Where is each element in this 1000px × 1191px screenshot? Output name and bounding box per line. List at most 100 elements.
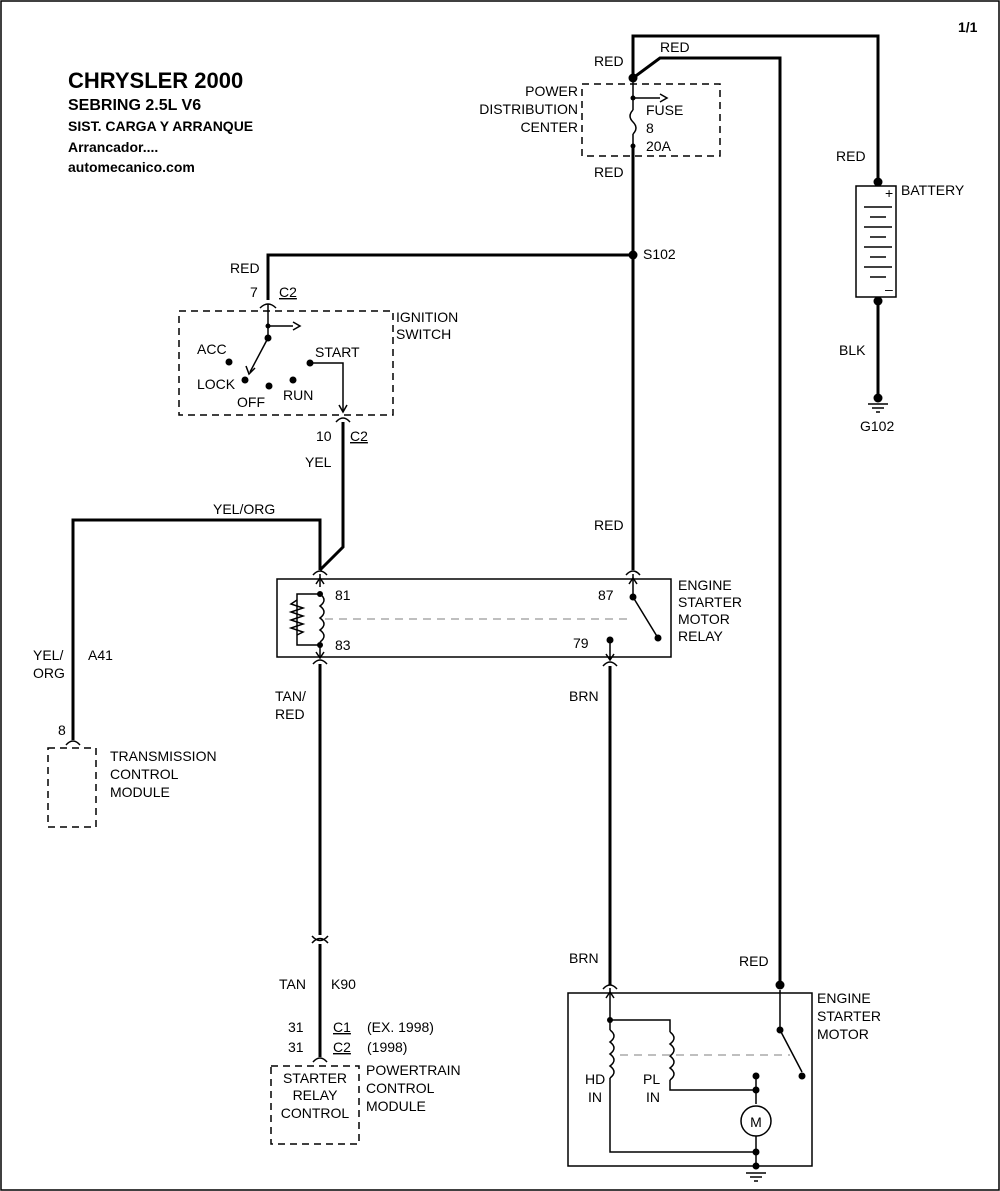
position-run: RUN [283, 387, 313, 403]
position-start: START [315, 344, 360, 360]
wire-label-yelorg: YEL/ORG [213, 501, 275, 517]
transmission-control-module: TRANSMISSION CONTROL MODULE [47, 740, 217, 828]
ground-label: G102 [860, 418, 894, 434]
engine-starter-motor: ENGINE STARTER MOTOR M HD IN PL IN [567, 984, 881, 1182]
fuse-rating: 20A [646, 138, 672, 154]
resistor-icon [288, 599, 306, 636]
relay-label-4: RELAY [678, 628, 724, 644]
junction-dot [775, 980, 785, 990]
pull-in-coil-icon [668, 1031, 675, 1081]
pcm-label-1: POWERTRAIN [366, 1062, 461, 1078]
wire-yel [318, 422, 345, 572]
ground-icon [868, 403, 888, 413]
battery-plus: + [885, 185, 893, 201]
wire-label-yel: YEL [305, 454, 332, 470]
solenoid-contact [779, 1029, 803, 1073]
hd-label: HD [585, 1071, 605, 1087]
power-distribution-center: POWER DISTRIBUTION CENTER FUSE 8 20A [479, 78, 721, 157]
pin-label: 7 [250, 284, 258, 300]
diagram-title: CHRYSLER 2000 [68, 68, 243, 93]
wire-red-battery [631, 34, 880, 182]
pin-label: 10 [316, 428, 332, 444]
hd-in-label: IN [588, 1089, 602, 1105]
wire-yelorg [71, 518, 322, 740]
connector-label: C2 [333, 1039, 351, 1055]
pdc-label-3: CENTER [520, 119, 578, 135]
motor-symbol: M [750, 1114, 762, 1130]
connector-label: C2 [279, 284, 297, 300]
pcm-inner-1: STARTER [283, 1070, 347, 1086]
pin-label: 31 [288, 1019, 304, 1035]
site-label: automecanico.com [68, 159, 195, 175]
wire-label-red: RED [594, 517, 624, 533]
inline-connector [311, 937, 329, 944]
wire-label-tanred: TAN/ [275, 688, 306, 704]
position-lock: LOCK [197, 376, 236, 392]
connector-note: (EX. 1998) [367, 1019, 434, 1035]
arrow-icon [659, 93, 669, 103]
circuit-label: K90 [331, 976, 356, 992]
wire-label-blk: BLK [839, 342, 866, 358]
ground-icon [746, 1172, 766, 1182]
relay-label-1: ENGINE [678, 577, 732, 593]
system-label: SIST. CARGA Y ARRANQUE [68, 118, 253, 134]
wire-label-tan: TAN [279, 976, 306, 992]
relay-label-3: MOTOR [678, 611, 730, 627]
coil-icon [318, 593, 325, 643]
battery: RED + – BATTERY BLK G102 [836, 148, 965, 434]
tcm-label-2: CONTROL [110, 766, 179, 782]
wire-label-red: RED [230, 260, 260, 276]
connector-label: C2 [350, 428, 368, 444]
switch-blade [249, 337, 269, 373]
wire-label-brn: BRN [569, 688, 599, 704]
fuse-icon [629, 109, 637, 135]
position-acc: ACC [197, 341, 227, 357]
position-off: OFF [237, 394, 265, 410]
ignition-label-2: SWITCH [396, 326, 451, 342]
pin-83: 83 [335, 637, 351, 653]
hold-in-coil-icon [608, 1029, 615, 1079]
fuse-label: FUSE [646, 102, 683, 118]
arrow-icon [292, 321, 302, 331]
pin-87: 87 [598, 587, 614, 603]
wire-label-yelorg: ORG [33, 665, 65, 681]
battery-label: BATTERY [901, 182, 965, 198]
pin-label: 8 [58, 722, 66, 738]
pin-label: 31 [288, 1039, 304, 1055]
starter-motor-relay: ENGINE STARTER MOTOR RELAY 81 83 87 79 [276, 570, 742, 667]
wire-label-brn: BRN [569, 950, 599, 966]
wire-label-red: RED [660, 39, 690, 55]
page-number: 1/1 [958, 19, 978, 35]
pin-81: 81 [335, 587, 351, 603]
pin-79: 79 [573, 635, 589, 651]
tcm-label-3: MODULE [110, 784, 170, 800]
model-label: SEBRING 2.5L V6 [68, 97, 201, 114]
relay-label-2: STARTER [678, 594, 742, 610]
pcm-label-2: CONTROL [366, 1080, 435, 1096]
ignition-label-1: IGNITION [396, 309, 458, 325]
pdc-label-2: DISTRIBUTION [479, 101, 578, 117]
pl-in-label: IN [646, 1089, 660, 1105]
pcm-inner-3: CONTROL [281, 1105, 350, 1121]
wire-label-red: RED [836, 148, 866, 164]
powertrain-control-module: STARTER RELAY CONTROL POWERTRAIN CONTROL… [270, 1057, 461, 1145]
pcm-label-3: MODULE [366, 1098, 426, 1114]
pdc-label-1: POWER [525, 83, 578, 99]
battery-minus: – [885, 281, 893, 297]
circuit-label: A41 [88, 647, 113, 663]
connector-label: C1 [333, 1019, 351, 1035]
wire-label-red: RED [739, 953, 769, 969]
wire-red-ignition [266, 253, 633, 300]
motor-label-3: MOTOR [817, 1026, 869, 1042]
wire-label-red: RED [594, 164, 624, 180]
wire-label-yelorg: YEL/ [33, 647, 63, 663]
pcm-inner-2: RELAY [293, 1087, 339, 1103]
section-label: Arrancador.... [68, 139, 158, 155]
wire-label-red: RED [594, 53, 624, 69]
tcm-label-1: TRANSMISSION [110, 748, 217, 764]
fuse-number: 8 [646, 120, 654, 136]
ignition-switch: IGNITION SWITCH ACC START LOCK OFF RUN [178, 303, 458, 423]
